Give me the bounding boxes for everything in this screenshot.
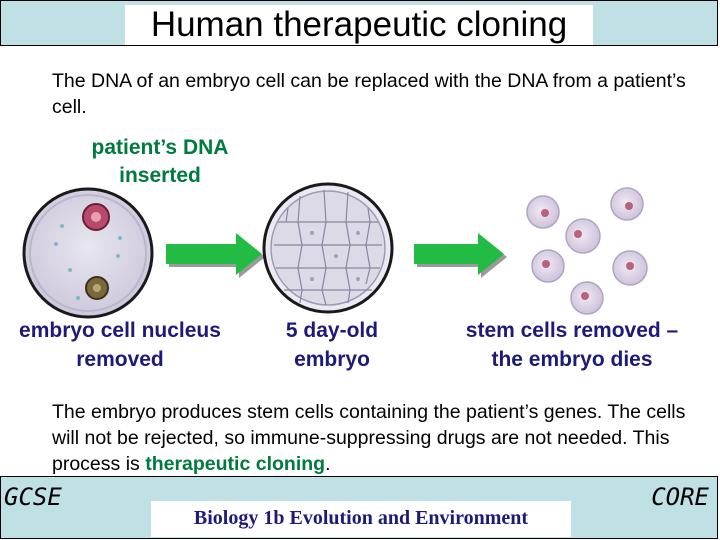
caption-stem-cells: stem cells removed – the embryo dies	[465, 319, 679, 371]
stem-cell	[565, 218, 601, 254]
stem-cell	[610, 187, 644, 221]
therapeutic-cloning-term: therapeutic cloning	[145, 453, 326, 475]
bottom-text-body: The embryo produces stem cells containin…	[52, 401, 686, 475]
page-title: Human therapeutic cloning	[124, 5, 594, 45]
footer-core: CORE	[651, 483, 709, 511]
inserted-label: patient’s DNA inserted	[91, 136, 229, 187]
title-bar: Human therapeutic cloning	[0, 0, 718, 46]
bottom-text: The embryo produces stem cells containin…	[52, 399, 712, 477]
footer-gcse: GCSE	[4, 483, 62, 511]
stem-cells-illustration	[526, 187, 648, 315]
caption-embryo: 5 day-old embryo	[285, 319, 379, 371]
caption-embryo-cell: embryo cell nucleus removed	[19, 319, 221, 371]
stem-cell	[531, 249, 565, 283]
footer-bar: GCSE Biology 1b Evolution and Environmen…	[0, 476, 718, 539]
bottom-text-end: .	[325, 453, 331, 475]
embryo-illustration	[262, 182, 394, 314]
embryo-cell-illustration	[22, 187, 154, 319]
arrow-right-icon	[414, 233, 507, 278]
stem-cell	[570, 281, 604, 315]
intro-text: The DNA of an embryo cell can be replace…	[52, 70, 686, 118]
nucleus-top	[82, 203, 110, 231]
stem-cell	[612, 250, 648, 286]
footer-course-title: Biology 1b Evolution and Environment	[151, 501, 571, 537]
nucleus-bottom	[85, 276, 109, 300]
stem-cell	[526, 195, 560, 229]
arrow-right-icon	[166, 233, 265, 278]
